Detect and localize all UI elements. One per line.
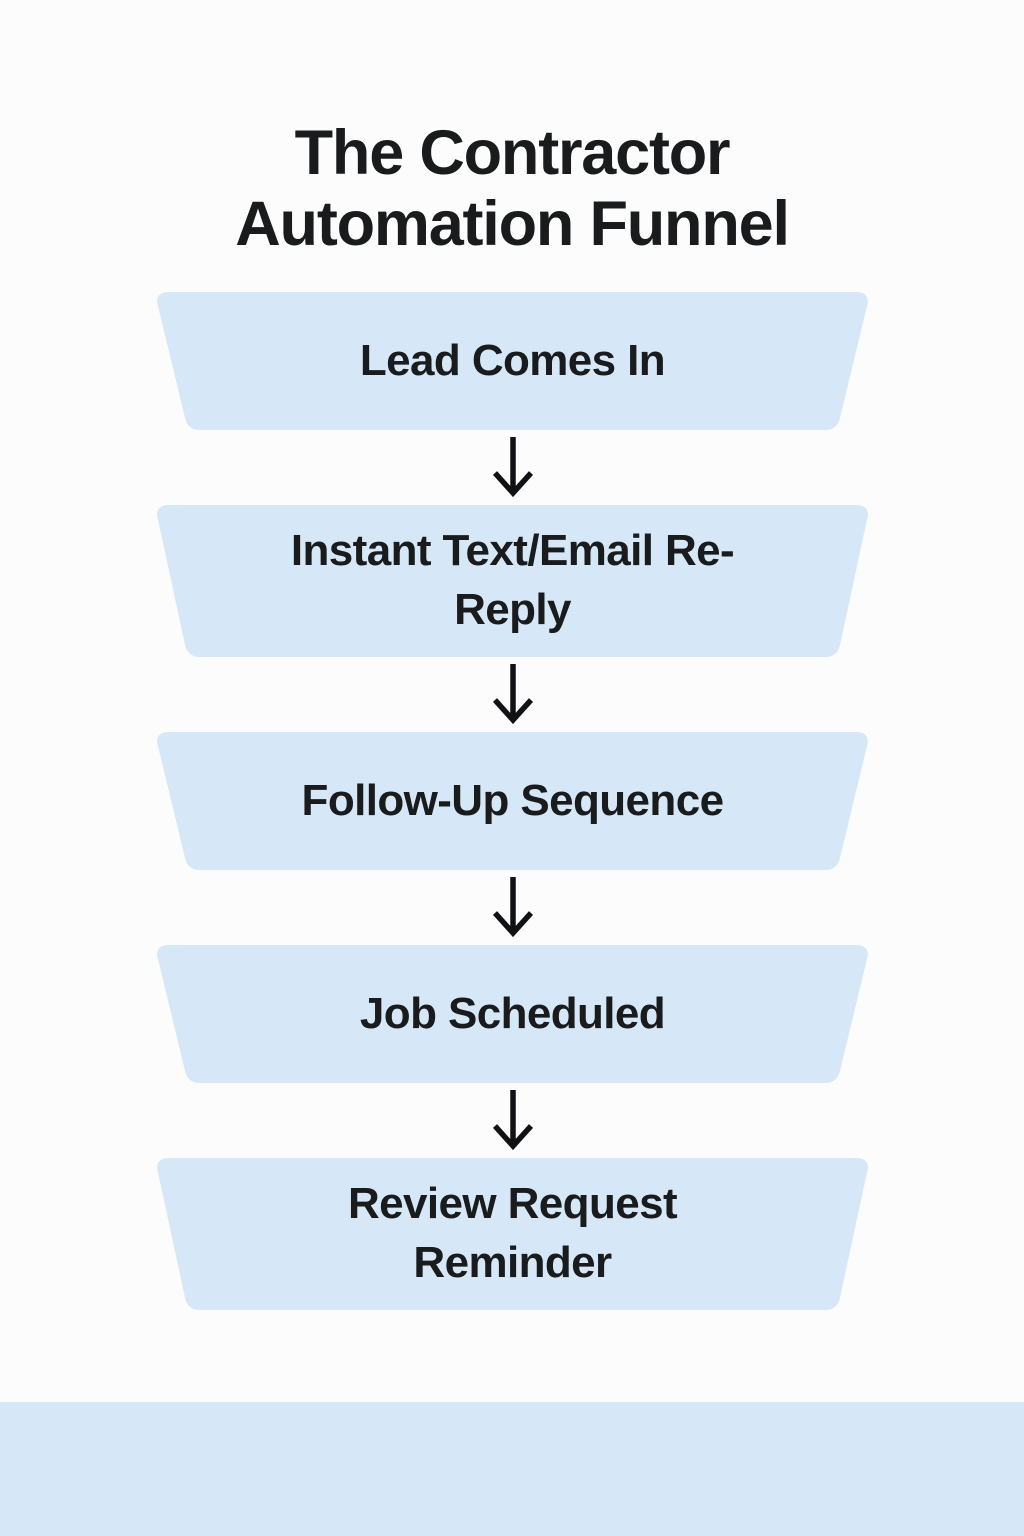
bottom-band bbox=[0, 1402, 1024, 1536]
funnel-step-1: Lead Comes In bbox=[145, 290, 880, 432]
funnel-step-label: Follow-Up Sequence bbox=[301, 775, 725, 825]
arrow-down-icon bbox=[490, 1089, 536, 1152]
funnel-segment-3: Follow-Up Sequence bbox=[145, 730, 880, 872]
funnel-segment-2: Instant Text/Email Re-Reply bbox=[145, 503, 880, 659]
funnel-step-2: Instant Text/Email Re-Reply bbox=[145, 503, 880, 659]
arrow-down-icon bbox=[490, 663, 536, 726]
funnel-connector-3 bbox=[145, 872, 880, 943]
funnel-segment-icon bbox=[145, 730, 880, 872]
funnel-segment-icon bbox=[145, 290, 880, 432]
funnel-step-4: Job Scheduled bbox=[145, 943, 880, 1085]
funnel-connector-1 bbox=[145, 432, 880, 503]
funnel-segment-icon bbox=[145, 503, 880, 659]
funnel-step-label: Review Request Reminder bbox=[347, 1179, 678, 1287]
funnel-step-label: Job Scheduled bbox=[359, 988, 666, 1038]
funnel-segment-icon bbox=[145, 1156, 880, 1312]
funnel-step-label: Lead Comes In bbox=[359, 335, 666, 385]
funnel-connector-2 bbox=[145, 659, 880, 730]
funnel-step-3: Follow-Up Sequence bbox=[145, 730, 880, 872]
funnel-segment-4: Job Scheduled bbox=[145, 943, 880, 1085]
arrow-down-icon bbox=[490, 876, 536, 939]
arrow-down-icon bbox=[490, 436, 536, 499]
funnel-segment-icon bbox=[145, 943, 880, 1085]
funnel-segment-5: Review Request Reminder bbox=[145, 1156, 880, 1312]
funnel-step-label: Instant Text/Email Re-Reply bbox=[290, 526, 735, 634]
page-title: The Contractor Automation Funnel bbox=[235, 118, 790, 259]
funnel-step-5: Review Request Reminder bbox=[145, 1156, 880, 1312]
funnel-segment-1: Lead Comes In bbox=[145, 290, 880, 432]
funnel-diagram: Lead Comes In Instant Text/Email Re-Repl… bbox=[145, 290, 880, 1312]
funnel-connector-4 bbox=[145, 1085, 880, 1156]
